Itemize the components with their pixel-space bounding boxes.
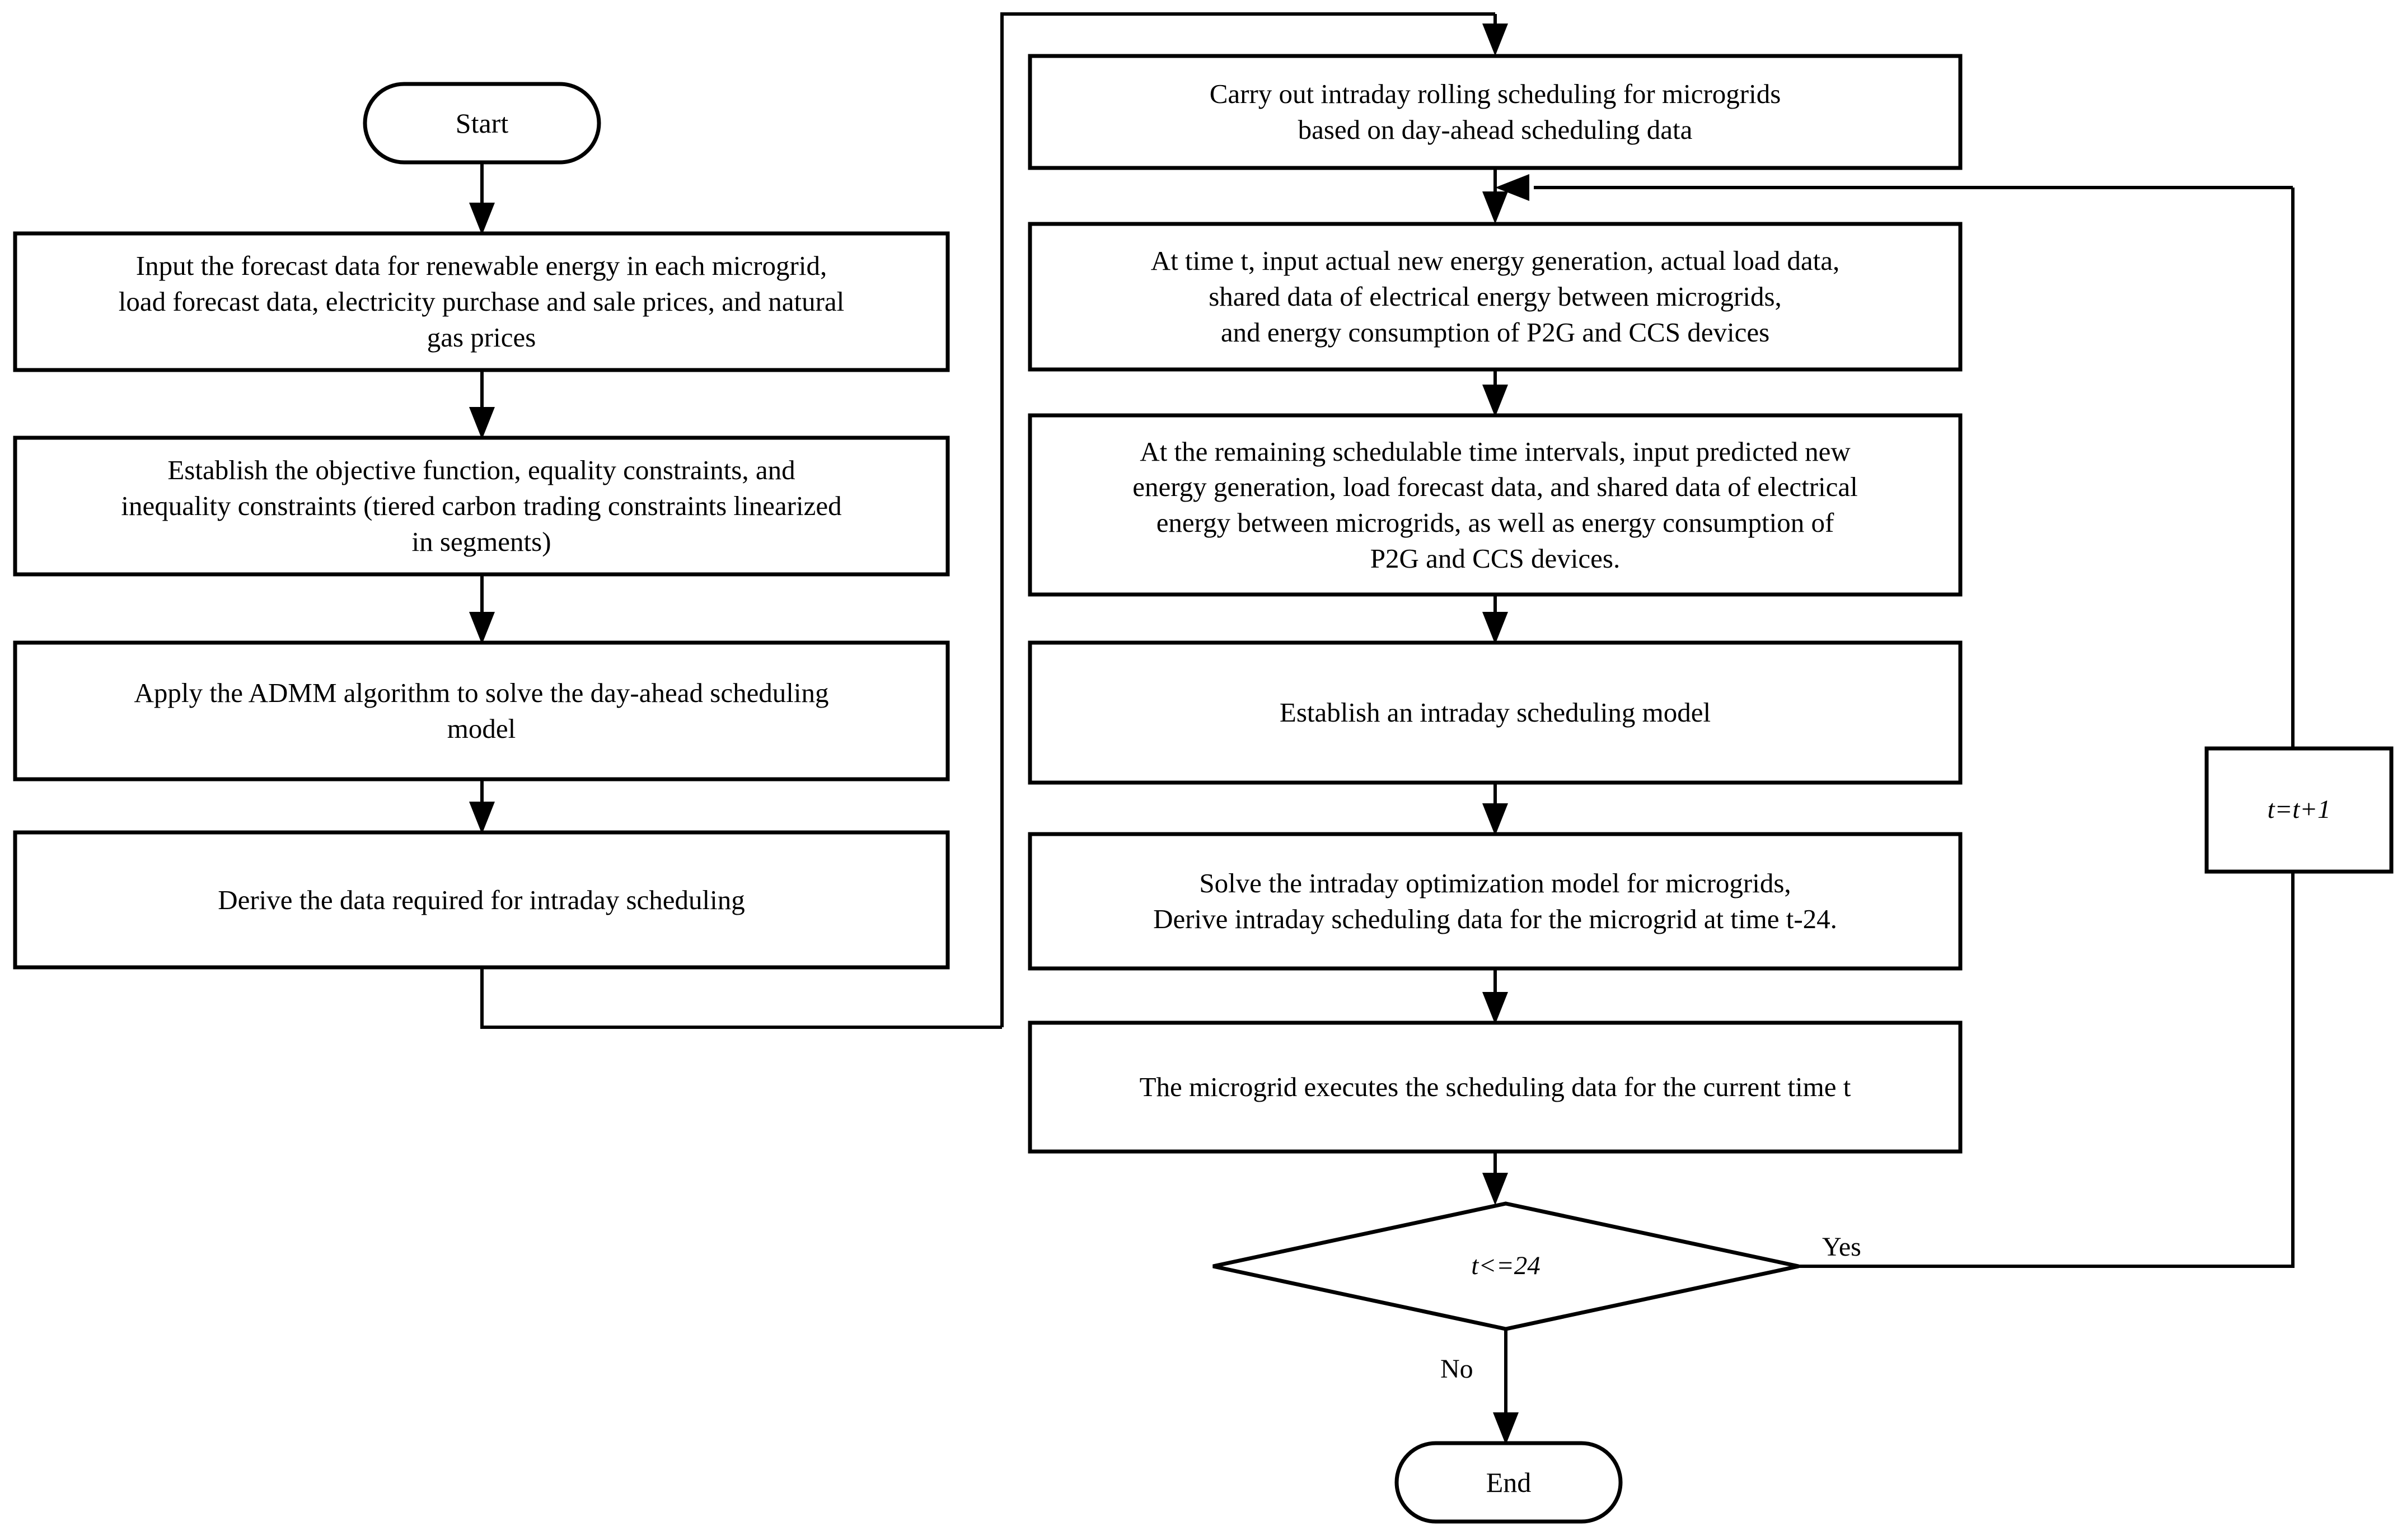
derive-data-shape[interactable]: [13, 830, 950, 970]
carry-out-rolling-shape[interactable]: [1028, 54, 1963, 170]
execute-scheduling-shape[interactable]: [1028, 1021, 1963, 1154]
start-node-shape[interactable]: [363, 82, 601, 165]
arrowhead-solve-to-execute: [1482, 992, 1508, 1024]
arrowhead-establish-to-admm: [469, 612, 495, 644]
connector-left-riser-to-top: [1000, 12, 1495, 1027]
establish-intraday-model-shape[interactable]: [1028, 640, 1963, 785]
arrowhead-start-to-input: [469, 203, 495, 235]
arrowhead-attime-to-remaining: [1482, 385, 1508, 417]
apply-admm-shape[interactable]: [13, 640, 950, 781]
arrowhead-model-to-solve: [1482, 803, 1508, 836]
at-time-t-input-shape[interactable]: [1028, 222, 1963, 372]
decision-t-le-24-shape[interactable]: [1212, 1201, 1799, 1331]
end-node-shape[interactable]: [1394, 1441, 1623, 1524]
arrowhead-into-carryout: [1482, 24, 1508, 56]
arrowhead-execute-to-decision: [1482, 1173, 1508, 1205]
connector-derive-to-carryout: [480, 967, 1002, 1029]
input-forecast-shape[interactable]: [13, 231, 950, 372]
arrowhead-input-to-establish: [469, 407, 495, 439]
establish-objective-shape[interactable]: [13, 436, 950, 577]
solve-intraday-shape[interactable]: [1028, 832, 1963, 971]
remaining-intervals-shape[interactable]: [1028, 413, 1963, 597]
arrowhead-feedback-merge: [1495, 174, 1529, 201]
arrowhead-carryout-to-attime: [1482, 191, 1508, 224]
arrowhead-admm-to-derive: [469, 802, 495, 834]
connector-decision-yes-to-increment: [1799, 872, 2295, 1268]
arrowhead-decision-no-to-end: [1493, 1412, 1519, 1445]
arrowhead-remaining-to-model: [1482, 612, 1508, 644]
t-increment-shape[interactable]: [2204, 746, 2394, 874]
